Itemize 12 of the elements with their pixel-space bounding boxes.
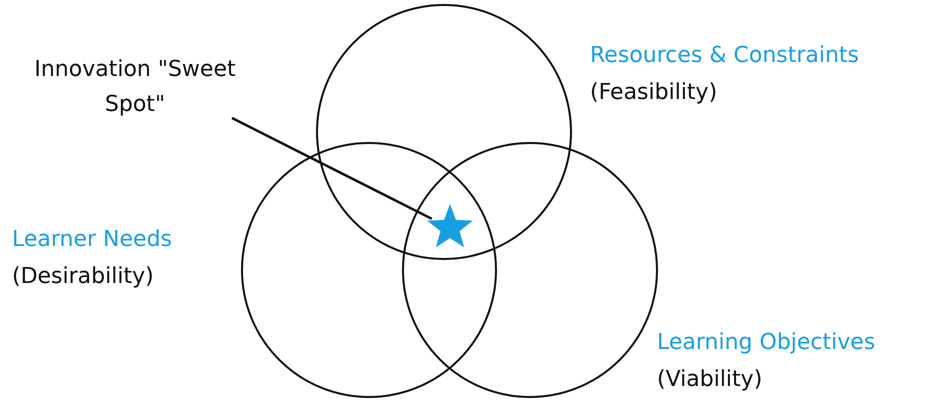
circle-subtitle: (Viability) — [657, 366, 762, 394]
circle-heading: Learner Needs — [12, 226, 172, 254]
venn-circle — [316, 4, 572, 260]
callout-text: Innovation "Sweet Spot" — [30, 52, 240, 122]
star-icon — [427, 204, 473, 248]
circle-heading: Resources & Constraints — [590, 42, 860, 70]
venn-circle — [241, 142, 497, 398]
circle-subtitle: (Desirability) — [12, 263, 154, 291]
leader-line — [231, 116, 432, 220]
circle-heading: Learning Objectives — [657, 329, 876, 357]
circle-subtitle: (Feasibility) — [590, 79, 718, 107]
venn-circle — [402, 142, 658, 398]
